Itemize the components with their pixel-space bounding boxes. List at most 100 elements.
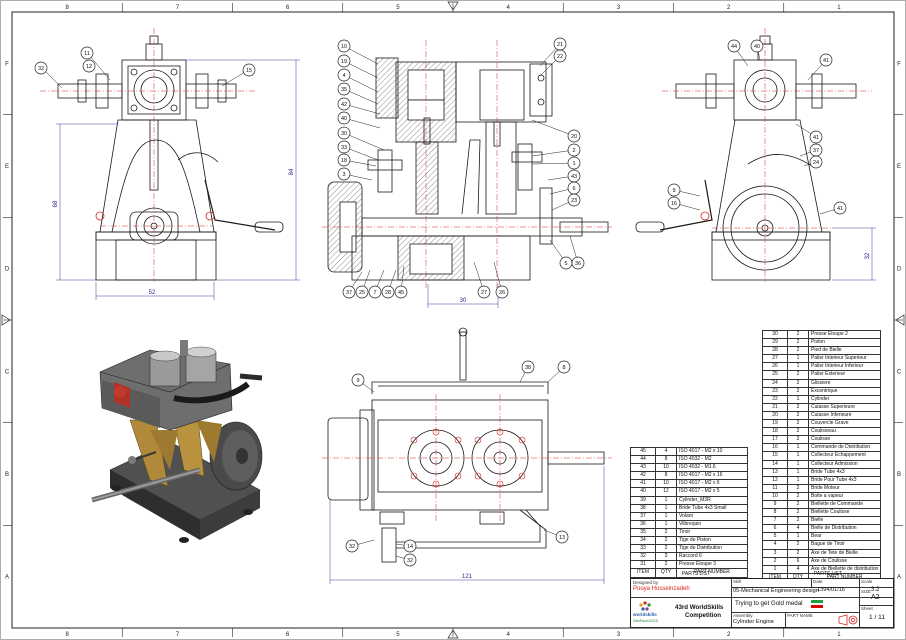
part-quantity: 2: [787, 427, 809, 437]
balloon-number: 33: [341, 145, 347, 151]
zone-label-column: 4: [506, 5, 510, 11]
part-item-number: 6: [762, 524, 788, 534]
top-view: [327, 327, 605, 563]
part-quantity: 3: [655, 552, 677, 562]
balloon-number: 43: [571, 174, 577, 180]
part-quantity: 2: [787, 540, 809, 550]
part-quantity: 2: [787, 386, 809, 396]
part-item-number: 13: [762, 467, 788, 477]
balloon-number: 41: [813, 135, 819, 141]
balloon-circle: [381, 285, 395, 299]
balloon-number: 5: [564, 261, 567, 267]
zone-label-column: 1: [837, 5, 841, 11]
balloon-circle: [809, 155, 823, 169]
balloon-number: 1: [572, 161, 575, 167]
zone-label-row: B: [897, 472, 901, 478]
zone-label-column: 5: [396, 5, 400, 11]
part-quantity: 2: [655, 527, 677, 538]
projection-symbol-icon: [838, 613, 858, 626]
part-quantity: 1: [787, 451, 809, 461]
zone-label-row: A: [897, 575, 901, 581]
part-number: ISO 4017 - M2 x 6: [676, 479, 748, 489]
part-quantity: 1: [655, 519, 677, 529]
balloon-number: 23: [571, 198, 577, 204]
part-number: Coulisseau: [807, 427, 882, 437]
balloon-number: 30: [341, 131, 347, 137]
part-item-number: 10: [762, 491, 788, 501]
balloon-circle: [667, 183, 681, 197]
part-number: Boite a vapeur: [807, 491, 882, 501]
part-quantity: 1: [655, 511, 677, 521]
part-quantity: 2: [655, 544, 677, 554]
front-balloons: 32 11 12 15: [34, 46, 256, 89]
part-quantity: 1: [787, 459, 809, 469]
balloon-circle: [337, 153, 351, 167]
balloon-circle: [567, 143, 581, 157]
balloon-circle: [337, 167, 351, 181]
part-number: Raccord 6: [676, 552, 748, 562]
zone-label-column: 8: [65, 5, 69, 11]
part-number: Culasse Inferieure: [807, 410, 882, 421]
part-item-number: 18: [762, 427, 788, 437]
balloon-number: 16: [671, 201, 677, 207]
assembly-label: Assembly: [733, 613, 753, 618]
part-item-number: 44: [630, 455, 656, 465]
zone-label-column: 8: [65, 632, 69, 638]
part-item-number: 30: [762, 329, 788, 340]
top-view-centerlines: [322, 394, 612, 522]
balloon-circle: [571, 256, 585, 270]
scale-label: Scale: [861, 579, 873, 584]
balloon-number: 22: [557, 54, 563, 60]
balloon-number: 7: [373, 290, 376, 296]
zone-label-column: 7: [176, 5, 180, 11]
part-item-number: 11: [762, 483, 788, 493]
front-view-dimensions: [56, 59, 300, 300]
part-number: ISO 4032 - M1.6: [676, 463, 748, 473]
part-quantity: 1: [787, 354, 809, 364]
balloon-circle: [342, 285, 356, 299]
balloon: 11: [84, 51, 90, 57]
zone-label-row: A: [5, 575, 9, 581]
part-item-number: 21: [762, 402, 788, 412]
balloon-number: 27: [481, 290, 487, 296]
part-quantity: 2: [787, 419, 809, 429]
balloon-circle: [337, 54, 351, 68]
balloon-circle: [337, 140, 351, 154]
part-number: Bride Tube 4x3 Small: [676, 503, 748, 513]
balloon-circle: [337, 68, 351, 82]
balloon-circle: [394, 285, 408, 299]
balloon-number: 2: [572, 148, 575, 154]
front-dimension-width: 52: [149, 290, 156, 296]
part-number: Bride Pour Tube 4x3: [807, 475, 882, 485]
part-item-number: 38: [630, 503, 656, 513]
part-number: Coulisse: [807, 435, 882, 445]
zone-label-column: 2: [727, 5, 731, 11]
part-quantity: 1: [655, 503, 677, 513]
balloon-number: 13: [559, 535, 565, 541]
part-number: Tiroir: [676, 527, 748, 538]
part-quantity: 2: [655, 560, 677, 570]
balloon-number: 37: [813, 148, 819, 154]
isometric-render: [91, 340, 263, 543]
part-quantity: 1: [787, 443, 809, 453]
balloon-circle: [403, 539, 417, 553]
